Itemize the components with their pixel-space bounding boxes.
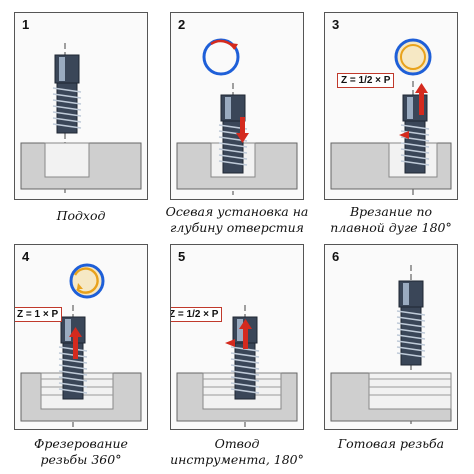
step-1-panel: 1: [14, 12, 148, 200]
step-number: 5: [178, 249, 186, 264]
step-1-illustration: [20, 43, 142, 193]
workpiece: [330, 142, 452, 190]
step-2-caption: Осевая установка на глубину отверстия: [165, 204, 309, 235]
step-number: 3: [332, 17, 340, 32]
step-5-caption: Отвод инструмента, 180°: [170, 436, 304, 467]
step-number: 6: [332, 249, 340, 264]
step-4-illustration: [20, 263, 142, 427]
feed-arrow-down: [236, 117, 249, 143]
pitch-formula: Z = 1/2 × P: [337, 73, 395, 88]
pitch-formula: Z = 1 × P: [15, 307, 63, 322]
step-1-caption: Подход: [56, 208, 106, 223]
thread-mill-tool: [396, 280, 426, 366]
step-number: 1: [22, 17, 30, 32]
feed-arrow-up: [225, 319, 252, 349]
step-6-illustration: [330, 265, 452, 427]
step-3-illustration: [330, 38, 452, 195]
step-5-illustration: [176, 305, 298, 427]
step-3-caption: Врезание по плавной дуге 180°: [330, 204, 452, 235]
step-number: 2: [178, 17, 186, 32]
step-4-panel: 4 Z = 1 × P: [14, 244, 148, 430]
step-4-caption: Фрезерование резьбы 360°: [34, 436, 128, 467]
workpiece: [20, 142, 142, 190]
step-number: 4: [22, 249, 30, 264]
step-6-caption: Готовая резьба: [337, 436, 445, 451]
step-2-panel: 2: [170, 12, 304, 200]
feed-arrow-up: [69, 327, 82, 359]
step-5-panel: 5 Z = 1/2 × P: [170, 244, 304, 430]
workpiece: [20, 372, 142, 422]
step-2-illustration: [176, 38, 298, 195]
step-6-panel: 6: [324, 244, 458, 430]
pitch-formula: Z = 1/2 × P: [171, 307, 223, 322]
workpiece: [330, 372, 452, 422]
thread-mill-tool: [230, 316, 260, 400]
thread-mill-tool: [52, 54, 82, 134]
step-3-panel: 3 Z = 1/2 × P: [324, 12, 458, 200]
feed-arrow-up: [399, 83, 428, 139]
